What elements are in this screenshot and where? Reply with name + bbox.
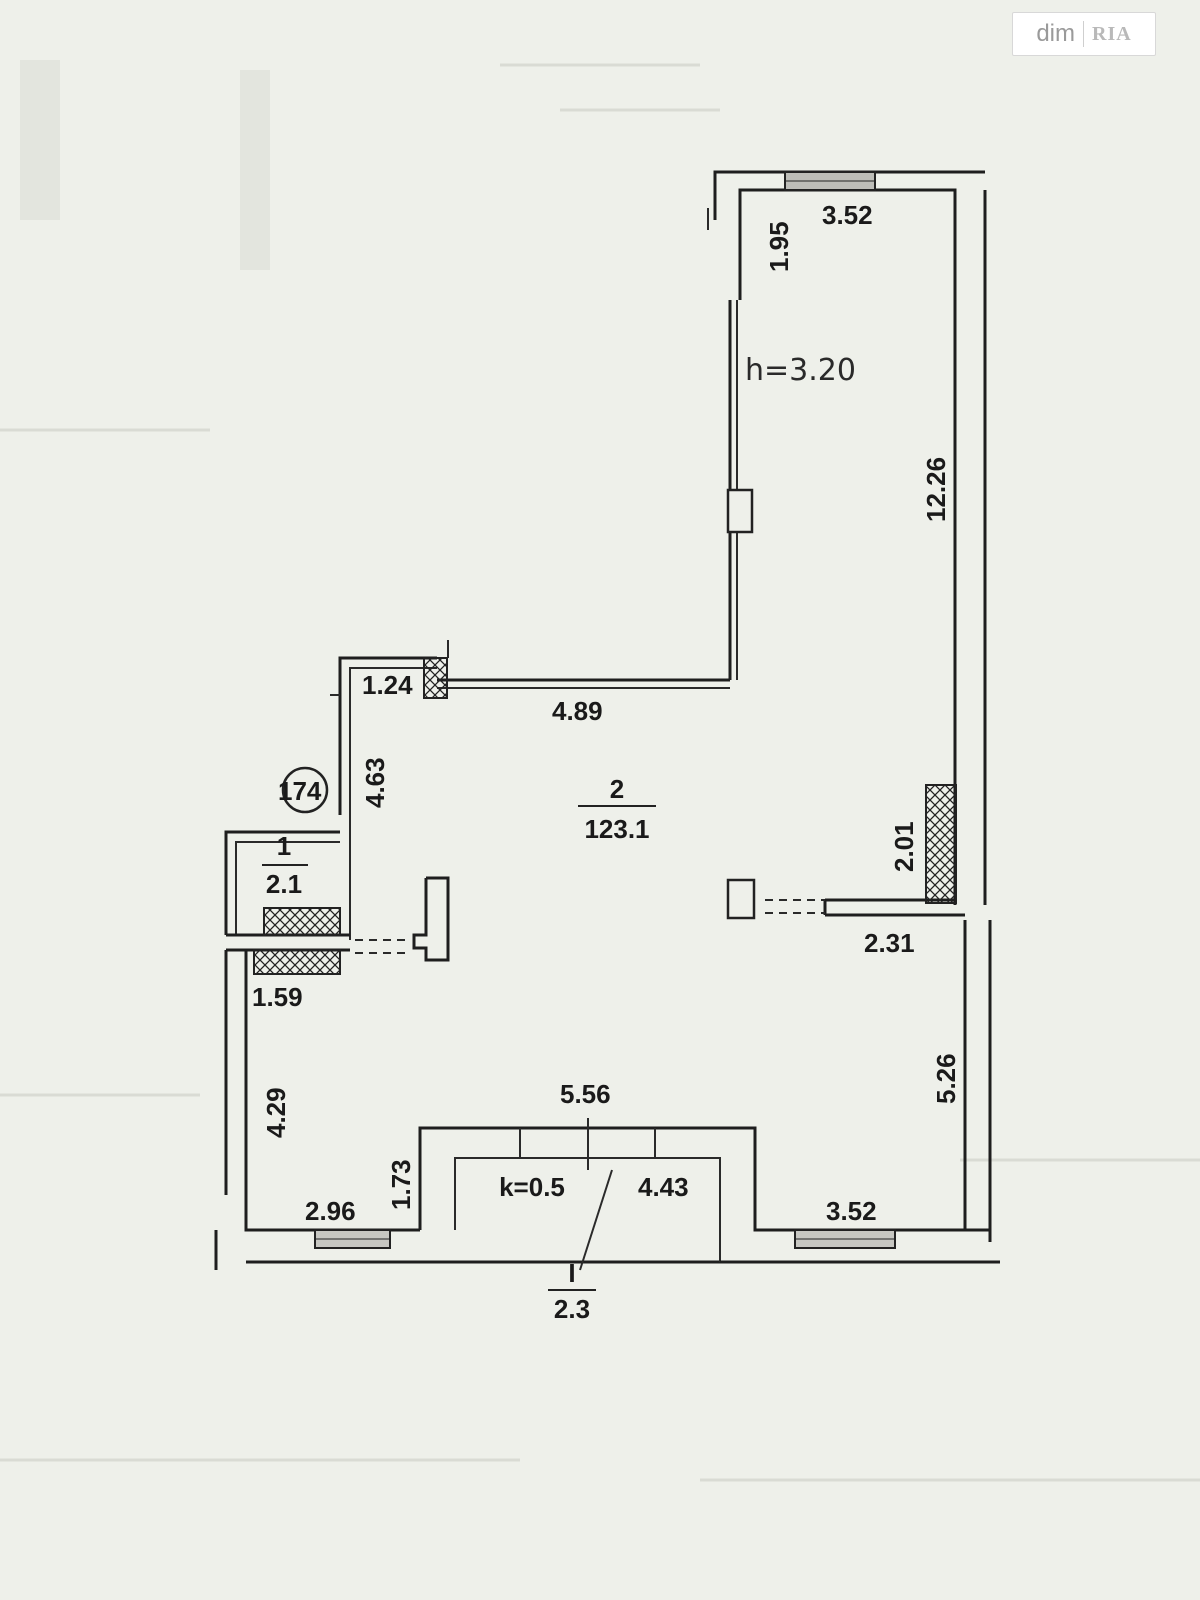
dimension-labels: 1.95 3.52 12.26 1.24 4.89 4.63 2.01 2.31… — [252, 200, 961, 1226]
partitions — [330, 208, 825, 1271]
balcony-area: 2.3 — [554, 1294, 590, 1324]
balcony-number: I — [568, 1258, 575, 1288]
balcony-coefficient: k=0.5 — [499, 1172, 565, 1202]
background-ghost-marks — [0, 60, 1200, 1482]
dim-right-column: 2.01 — [889, 821, 919, 872]
shaft-left-lower — [253, 949, 341, 975]
dim-left-step: 1.59 — [252, 982, 303, 1012]
ceiling-height: h=3.20 — [745, 353, 856, 388]
dim-bottom-left: 2.96 — [305, 1196, 356, 1226]
shaft-entry — [423, 657, 448, 699]
column-right — [925, 784, 957, 904]
apartment-number: 174 — [278, 776, 322, 806]
dim-right-lower: 5.26 — [931, 1053, 961, 1104]
dim-right-long: 12.26 — [921, 457, 951, 522]
dim-balcony-width: 5.56 — [560, 1079, 611, 1109]
shaft-left-upper — [263, 907, 341, 936]
room-2-area: 123.1 — [584, 814, 649, 844]
room-1-number: 1 — [277, 831, 291, 861]
room-2-label: 2 123.1 — [578, 774, 656, 844]
dimria-watermark: dim RIA — [1012, 12, 1156, 56]
dim-entry-width: 1.24 — [362, 670, 413, 700]
room-1-area: 2.1 — [266, 869, 302, 899]
watermark-dim-text: dim — [1036, 20, 1075, 47]
dim-top-depth: 1.95 — [764, 221, 794, 272]
room-2-number: 2 — [610, 774, 624, 804]
dim-balcony-inner: 4.43 — [638, 1172, 689, 1202]
watermark-ria-text: RIA — [1092, 22, 1132, 45]
windows — [314, 171, 896, 1249]
dim-bottom-right: 3.52 — [826, 1196, 877, 1226]
room-1-label: 1 2.1 — [262, 831, 308, 899]
dim-upper-mid: 4.89 — [552, 696, 603, 726]
watermark-separator — [1083, 21, 1084, 47]
apartment-number-circle — [281, 766, 329, 814]
dim-top-width: 3.52 — [822, 200, 873, 230]
dim-right-step: 2.31 — [864, 928, 915, 958]
balcony-label: I 2.3 k=0.5 — [499, 1172, 596, 1324]
dim-balcony-depth: 1.73 — [386, 1159, 416, 1210]
columns-and-shafts — [253, 657, 957, 975]
dim-left-upper: 4.63 — [360, 757, 390, 808]
dim-left-lower: 4.29 — [261, 1087, 291, 1138]
